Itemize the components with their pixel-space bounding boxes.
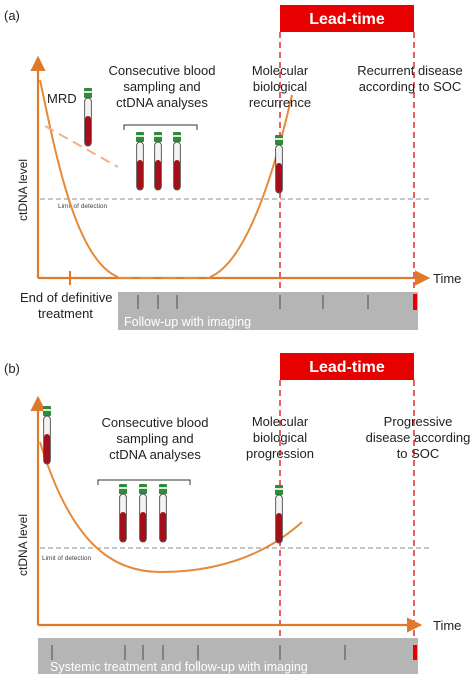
clinical-label-a-2: according to SOC bbox=[359, 79, 462, 94]
y-axis-label-a: ctDNA level bbox=[16, 159, 30, 221]
panel-a: (a) Lead-time Time ctDNA level Limit of … bbox=[4, 5, 463, 330]
panel-a-letter: (a) bbox=[4, 8, 20, 23]
sampling-bracket-b bbox=[97, 479, 191, 485]
blood-tube-icon bbox=[118, 483, 128, 543]
molecular-label-b-3: progression bbox=[246, 446, 314, 461]
imaging-event-a bbox=[413, 294, 417, 310]
x-axis-label-a: Time bbox=[433, 271, 461, 286]
panel-b-letter: (b) bbox=[4, 361, 20, 376]
lead-time-box-b bbox=[280, 353, 414, 380]
y-axis-label-b: ctDNA level bbox=[16, 514, 30, 576]
sampling-label-a-1: Consecutive blood bbox=[109, 63, 216, 78]
lead-time-box-a bbox=[280, 5, 414, 32]
blood-tube-icon bbox=[135, 131, 145, 191]
blood-tube-icon bbox=[172, 131, 182, 191]
panel-b: (b) Lead-time Time ctDNA level Limit of … bbox=[4, 353, 470, 674]
molecular-label-b-1: Molecular bbox=[252, 414, 309, 429]
lod-label-b: Limit of detection bbox=[42, 555, 92, 562]
blood-tube-icon bbox=[158, 483, 168, 543]
mrd-decay-dashed bbox=[44, 125, 119, 168]
end-treatment-label-1: End of definitive bbox=[20, 290, 113, 305]
sampling-label-b-3: ctDNA analyses bbox=[109, 447, 201, 462]
molecular-label-a-1: Molecular bbox=[252, 63, 309, 78]
ctdna-curve-b bbox=[39, 441, 303, 574]
clinical-label-b-1: Progressive bbox=[384, 414, 453, 429]
sampling-label-b-1: Consecutive blood bbox=[102, 415, 209, 430]
ctdna-curve-a-rise bbox=[209, 94, 293, 278]
imaging-event-b bbox=[413, 645, 417, 660]
x-axis-label-b: Time bbox=[433, 618, 461, 633]
sampling-bracket-a bbox=[123, 124, 198, 130]
followup-bar-b bbox=[38, 638, 418, 674]
molecular-label-a-2: biological bbox=[253, 79, 307, 94]
sampling-label-a-2: sampling and bbox=[123, 79, 200, 94]
sampling-label-a-3: ctDNA analyses bbox=[116, 95, 208, 110]
sampling-label-b-2: sampling and bbox=[116, 431, 193, 446]
blood-tube-icon bbox=[138, 483, 148, 543]
mrd-tube-icon bbox=[83, 87, 93, 147]
blood-tube-icon bbox=[274, 484, 284, 544]
end-treatment-label-2: treatment bbox=[38, 306, 93, 321]
lead-time-label-a: Lead-time bbox=[309, 11, 385, 28]
ctdna-curve-a-decline bbox=[39, 79, 119, 278]
lead-time-label-b: Lead-time bbox=[309, 359, 385, 376]
followup-label-a: Follow-up with imaging bbox=[124, 315, 251, 329]
molecular-label-a-3: recurrence bbox=[249, 95, 311, 110]
blood-tube-icon bbox=[274, 134, 284, 194]
mrd-label: MRD bbox=[47, 91, 77, 106]
molecular-label-b-2: biological bbox=[253, 430, 307, 445]
followup-label-b: Systemic treatment and follow-up with im… bbox=[50, 660, 308, 674]
clinical-label-a-1: Recurrent disease bbox=[357, 63, 463, 78]
lod-label-a: Limit of detection bbox=[58, 203, 108, 210]
clinical-label-b-2: disease according bbox=[366, 430, 471, 445]
blood-tube-icon bbox=[153, 131, 163, 191]
clinical-label-b-3: to SOC bbox=[397, 446, 440, 461]
blood-tube-icon bbox=[42, 405, 52, 465]
